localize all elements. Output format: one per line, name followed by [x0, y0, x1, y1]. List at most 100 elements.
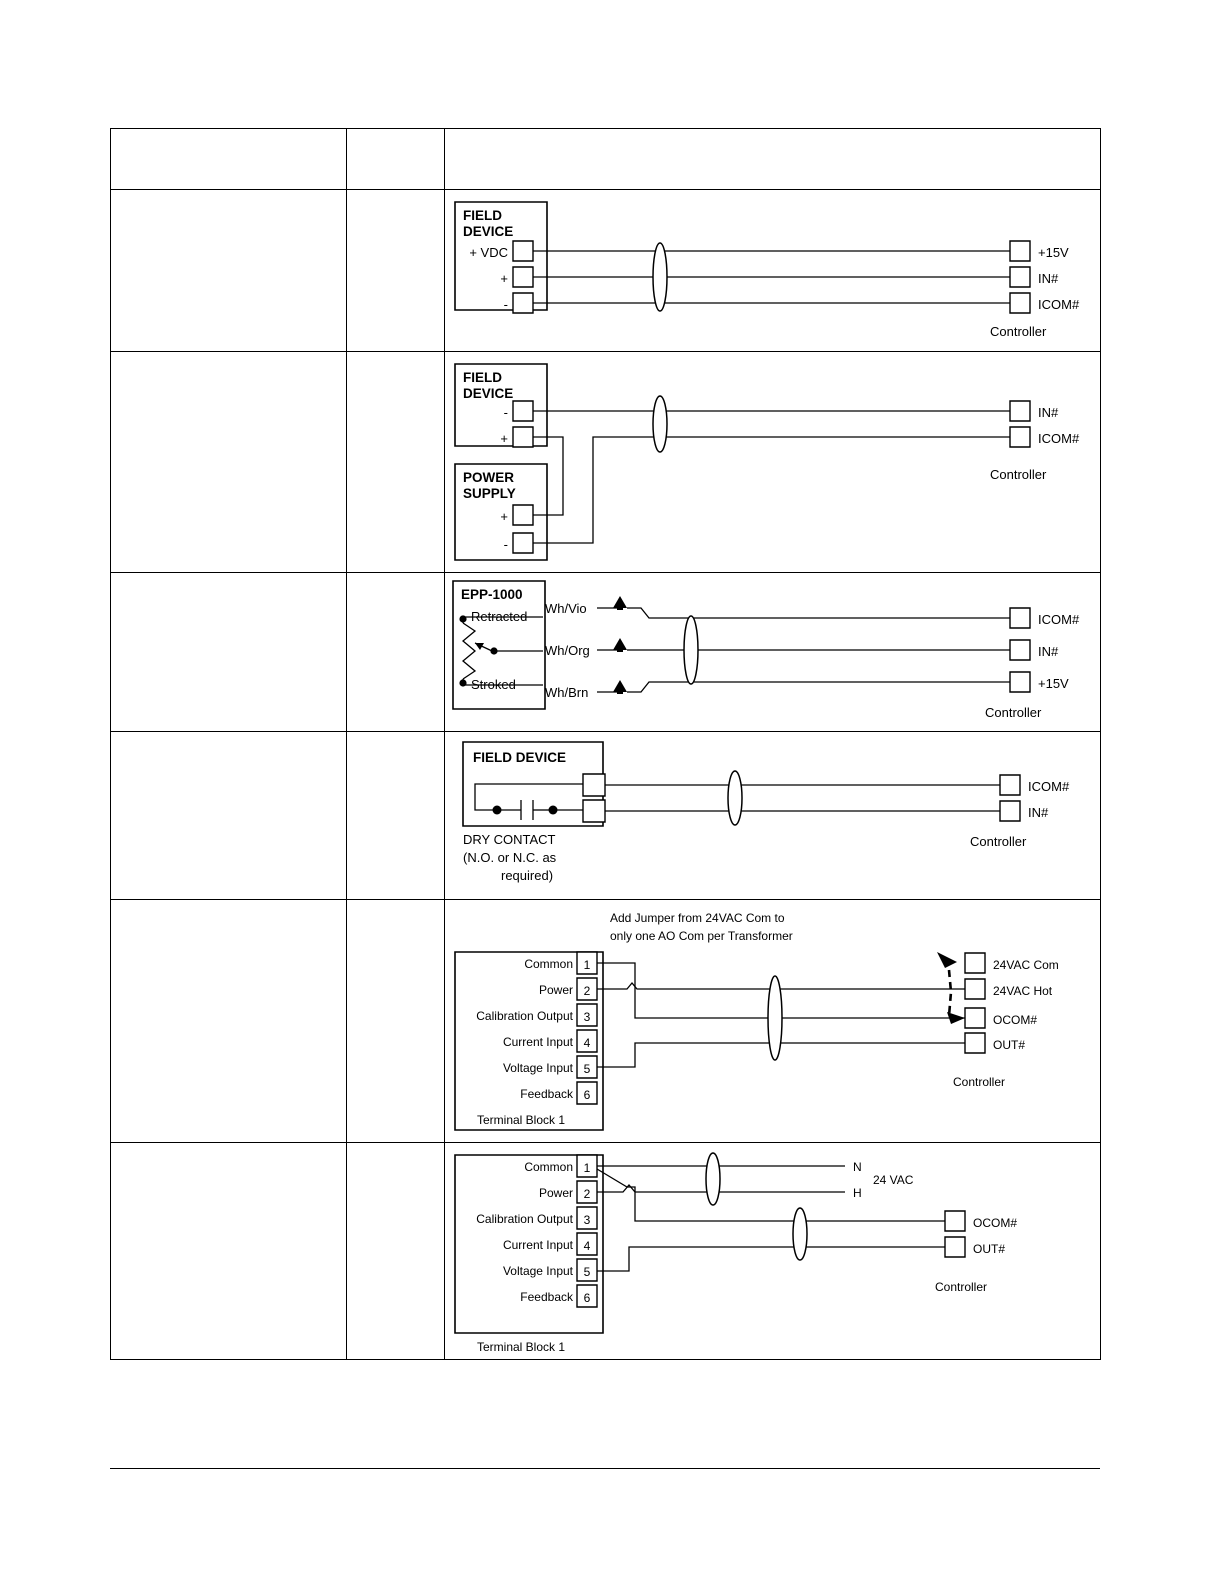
terminal-number-6: 6 [584, 1291, 591, 1305]
controller-terminal-label-1: IN# [1038, 405, 1059, 420]
terminal-number-2: 2 [584, 984, 591, 998]
diagram-dry-contact: FIELD DEVICE ICOM# IN# Controller [445, 732, 1070, 883]
supply-terminal-1 [513, 505, 533, 525]
terminal-label-2: Power [539, 1186, 573, 1200]
header-cell-3-text [445, 129, 1100, 137]
terminal-number-box-3 [577, 1207, 597, 1229]
supply-terminal-label-1: + [500, 509, 508, 524]
row4-cell-1 [110, 731, 347, 900]
terminal-block-caption: Terminal Block 1 [477, 1340, 565, 1354]
row5-cell-2 [346, 899, 445, 1143]
terminal-number-box-6 [577, 1082, 597, 1104]
cable-shield-icon [728, 771, 742, 825]
supply-terminal-label-2: - [504, 537, 508, 552]
device-terminal-label-2: + [500, 431, 508, 446]
controller-terminal-3 [1010, 293, 1030, 313]
terminal-number-5: 5 [584, 1062, 591, 1076]
device-terminal-1 [513, 241, 533, 261]
controller-terminal-1 [945, 1211, 965, 1231]
row1-cell-2 [346, 189, 445, 352]
supply-title: 24 VAC [873, 1173, 914, 1187]
contact-dot [492, 805, 502, 815]
jumper-arrow-bottom [947, 1012, 965, 1024]
table-row: EPP-1000 Retracted Stroked Wh/Vio Wh/Org [110, 572, 1101, 732]
terminal-block-caption: Terminal Block 1 [477, 1113, 565, 1127]
splice-icon [613, 638, 627, 652]
controller-terminal-label-1: +15V [1038, 245, 1069, 260]
controller-terminal-3 [1010, 672, 1030, 692]
diagram-externally-powered-transmitter: FIELD DEVICE - + POWER SUPPLY + - [445, 352, 1080, 572]
jumper-arrow-top [937, 952, 957, 968]
terminal-number-box-6 [577, 1285, 597, 1307]
terminal-number-5: 5 [584, 1265, 591, 1279]
device-terminal-label-3: - [504, 297, 508, 312]
device-title-line1: FIELD [463, 370, 502, 385]
caption-line2: (N.O. or N.C. as [463, 850, 557, 865]
device-terminal-label-1: + VDC [469, 245, 508, 260]
diagram-terminal-block-transformer: Add Jumper from 24VAC Com to only one AO… [445, 911, 1059, 1142]
controller-terminal-3 [965, 1008, 985, 1028]
cable-shield-icon [793, 1208, 807, 1260]
controller-terminal-2 [1000, 801, 1020, 821]
position-label-stroked: Stroked [471, 677, 516, 692]
terminal-label-4: Current Input [503, 1238, 574, 1252]
row1-cell-diagram: FIELD DEVICE + VDC + - +15V IN# ICOM# C [444, 189, 1101, 352]
diagram-epp-1000: EPP-1000 Retracted Stroked Wh/Vio Wh/Org [445, 573, 1080, 720]
device-terminal-1 [583, 774, 605, 796]
controller-label: Controller [953, 1075, 1005, 1089]
controller-terminal-label-1: ICOM# [1028, 779, 1070, 794]
cable-shield-icon [684, 616, 698, 684]
controller-terminal-1 [1010, 241, 1030, 261]
terminal-number-1: 1 [584, 958, 591, 972]
cable-shield-icon [653, 396, 667, 452]
row2-cell-diagram: FIELD DEVICE - + POWER SUPPLY + - [444, 351, 1101, 573]
splice-icon [613, 596, 627, 610]
row4-cell-diagram: FIELD DEVICE ICOM# IN# Controller [444, 731, 1101, 900]
supply-terminal-2 [513, 533, 533, 553]
device-title: EPP-1000 [461, 587, 523, 602]
controller-terminal-1 [1010, 401, 1030, 421]
device-title: FIELD DEVICE [473, 750, 566, 765]
header-cell-2 [346, 128, 445, 190]
terminal-label-3: Calibration Output [476, 1009, 573, 1023]
terminal-label-1: Common [524, 957, 573, 971]
cable-shield-icon [768, 976, 782, 1060]
terminal-label-4: Current Input [503, 1035, 574, 1049]
device-title-line2: DEVICE [463, 224, 513, 239]
wire-color-2: Wh/Org [545, 643, 590, 658]
row5-cell-1 [110, 899, 347, 1143]
controller-terminal-label-1: ICOM# [1038, 612, 1080, 627]
controller-terminal-label-2: ICOM# [1038, 431, 1080, 446]
row6-cell-diagram: Common Power Calibration Output Current … [444, 1142, 1101, 1360]
controller-terminal-1 [965, 953, 985, 973]
header-cell-2-text [347, 129, 444, 137]
header-cell-1-text [111, 129, 346, 137]
diagram-terminal-block-24vac: Common Power Calibration Output Current … [445, 1143, 1017, 1354]
terminal-number-6: 6 [584, 1088, 591, 1102]
terminal-number-4: 4 [584, 1036, 591, 1050]
terminal-label-6: Feedback [520, 1087, 574, 1101]
controller-terminal-label-3: ICOM# [1038, 297, 1080, 312]
supply-label-n: N [853, 1160, 862, 1174]
diagram-three-wire-transmitter: FIELD DEVICE + VDC + - +15V IN# ICOM# C [445, 190, 1080, 339]
controller-terminal-1 [1010, 608, 1030, 628]
device-terminal-label-2: + [500, 271, 508, 286]
controller-label: Controller [990, 467, 1047, 482]
footer-rule [110, 1468, 1100, 1469]
controller-label: Controller [985, 705, 1042, 720]
row4-cell-2 [346, 731, 445, 900]
controller-terminal-2 [945, 1237, 965, 1257]
terminal-number-3: 3 [584, 1010, 591, 1024]
controller-terminal-label-2: IN# [1028, 805, 1049, 820]
wire-color-3: Wh/Brn [545, 685, 588, 700]
cable-shield-icon [653, 243, 667, 311]
row5-cell-diagram: Add Jumper from 24VAC Com to only one AO… [444, 899, 1101, 1143]
controller-terminal-2 [1010, 640, 1030, 660]
controller-terminal-2 [965, 979, 985, 999]
row6-cell-1 [110, 1142, 347, 1360]
device-terminal-2 [513, 427, 533, 447]
controller-terminal-label-4: OUT# [993, 1038, 1025, 1052]
row1-cell-1 [110, 189, 347, 352]
terminal-number-box-5 [577, 1259, 597, 1281]
caption-line1: DRY CONTACT [463, 832, 556, 847]
